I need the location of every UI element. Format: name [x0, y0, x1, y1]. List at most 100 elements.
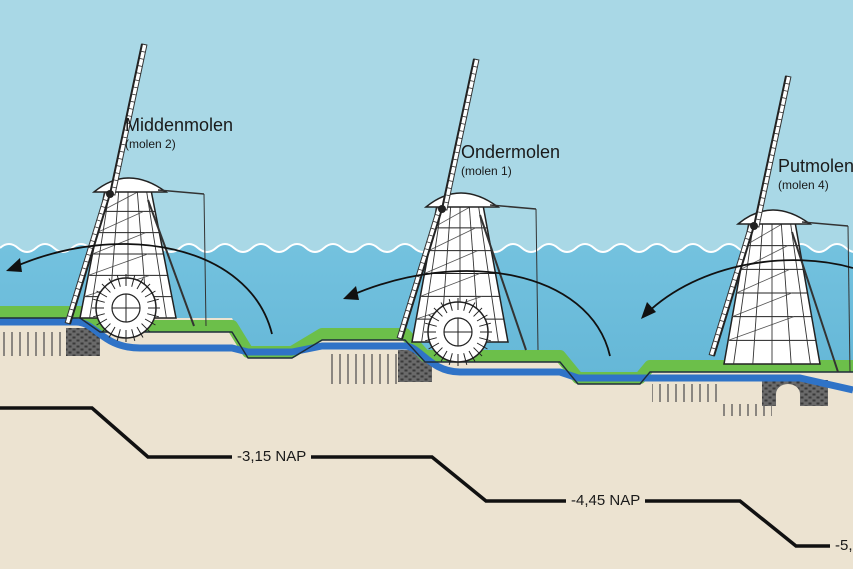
arrowhead [641, 302, 656, 319]
mill-frame [744, 221, 786, 247]
mill-tailpole [479, 214, 527, 351]
mill-frame [88, 253, 148, 276]
arrowheads [6, 258, 656, 319]
mill-frame [780, 221, 792, 365]
mill-hub [750, 222, 758, 230]
scoop-blade [433, 307, 443, 317]
mill-sail [753, 75, 792, 228]
scoop-blade [144, 290, 156, 298]
scoop-blade [116, 275, 121, 287]
mill-tailpole [489, 204, 537, 210]
scoop-blade [136, 278, 144, 290]
mill-frame [432, 204, 474, 229]
scoop-blade [468, 350, 476, 362]
scoop-blade [147, 298, 159, 303]
mill-tailpole [157, 189, 205, 195]
level-label: -4,45 NAP [566, 492, 646, 510]
piles [0, 332, 66, 356]
scoop-blade [425, 337, 437, 342]
arrowhead [6, 258, 22, 272]
mill-tailpole [147, 199, 195, 327]
piles [652, 384, 722, 402]
mill-hub [106, 190, 114, 198]
scoop-blade [428, 342, 440, 350]
scoop-blade [136, 326, 144, 338]
mill-label: Middenmolen (molen 2) [125, 115, 233, 152]
mill-frame [477, 204, 499, 343]
flow-arrow [11, 243, 273, 335]
scoop-blade [101, 283, 111, 293]
mill-tailpole [791, 231, 839, 373]
piles [326, 354, 398, 384]
mill-name: Ondermolen [461, 142, 561, 162]
mill-number: (molen 1) [461, 164, 512, 178]
scoop-blade [448, 299, 453, 311]
mill-tailpole [801, 221, 849, 227]
scoop-blade [448, 353, 453, 365]
scoop-blade [108, 326, 116, 338]
windmill [396, 58, 539, 366]
windmill [708, 75, 851, 373]
mill-sail [708, 223, 755, 357]
flow-arrow [349, 270, 611, 357]
scoop-blade [476, 314, 488, 322]
mill-frame [100, 189, 142, 212]
scoop-blade [141, 323, 151, 333]
mill-frame [428, 227, 476, 252]
mill-frame [732, 292, 792, 318]
mill-frame [424, 250, 478, 274]
scoop-blade [131, 329, 136, 341]
scoop-blade [116, 329, 121, 341]
level-staircase [0, 406, 853, 548]
mill-frame [736, 268, 790, 294]
scoop-blade [433, 347, 443, 357]
scoop-blade [93, 313, 105, 318]
flow-arrows [11, 243, 853, 357]
scoop-blade [144, 318, 156, 326]
mill-number: (molen 4) [778, 178, 829, 192]
mill-label: Putmolen (molen 4) [778, 156, 853, 193]
scoop-blade [425, 322, 437, 327]
mill-tailpole [847, 225, 851, 373]
mill-frame [789, 221, 811, 365]
mill-frame [728, 316, 795, 341]
flow-arrow [645, 259, 853, 315]
scoop-blade [473, 307, 483, 317]
arrowhead [343, 286, 359, 300]
scoop-blade [108, 278, 116, 290]
piles [722, 404, 772, 416]
scoop-blade [479, 337, 491, 342]
sluice-arch [776, 384, 800, 406]
scoop-blade [463, 299, 468, 311]
scoop-blade [96, 318, 108, 326]
windmill [64, 43, 207, 342]
mill-frame [740, 245, 788, 270]
mill-name: Putmolen [778, 156, 853, 176]
scoop-blade [476, 342, 488, 350]
scoop-blade [473, 347, 483, 357]
scoop-blade [428, 314, 440, 322]
mill-frame [89, 189, 111, 319]
mill-frame [145, 189, 167, 319]
scoop-blade [479, 322, 491, 327]
mill-hub [438, 205, 446, 213]
canal-blue [0, 318, 853, 394]
mill-frame [96, 210, 144, 234]
mill-number: (molen 2) [125, 137, 176, 151]
mill-frame [752, 221, 764, 365]
level-label: -5, [830, 537, 853, 555]
mill-frame [733, 221, 755, 365]
scoop-blade [147, 313, 159, 318]
mill-name: Middenmolen [125, 115, 234, 135]
mill-frame [420, 273, 480, 297]
scoop-blade [101, 323, 111, 333]
scoop-blade [440, 350, 448, 362]
scoop-blade [96, 290, 108, 298]
level-label: -3,15 NAP [232, 448, 312, 466]
scoop-blade [463, 353, 468, 365]
mill-label: Ondermolen (molen 1) [461, 142, 560, 179]
mill-tailpole [535, 208, 539, 351]
scoop-blade [141, 283, 151, 293]
